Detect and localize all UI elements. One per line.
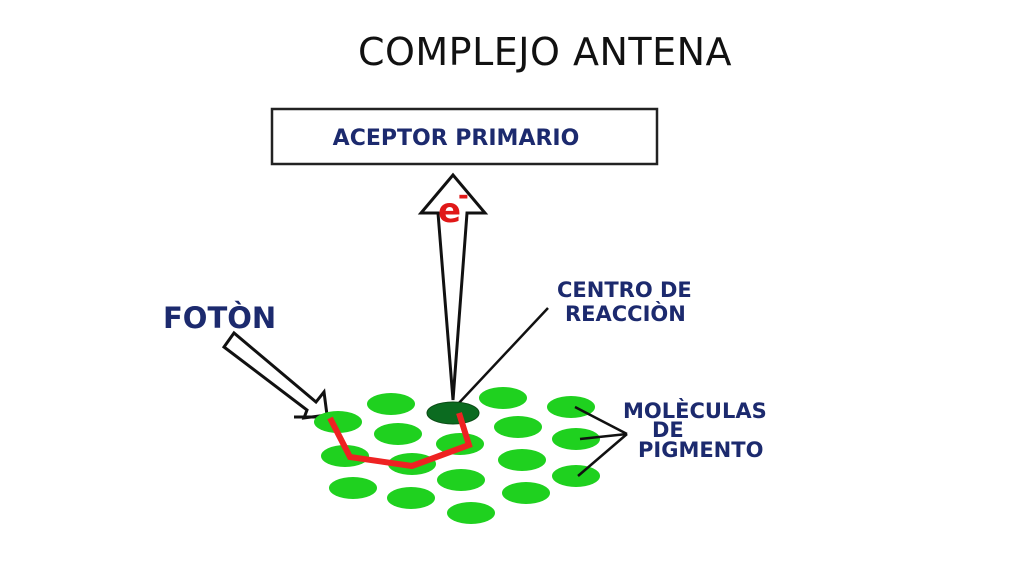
- pigment-molecule: [436, 433, 484, 455]
- electron-symbol: e: [438, 191, 461, 231]
- reaction-center-label-line1: CENTRO DE: [557, 278, 692, 302]
- pigment-molecules: [314, 387, 600, 524]
- pigment-pointer-line: [579, 432, 628, 441]
- pigment-molecule: [479, 387, 527, 409]
- energy-transfer-path: [327, 412, 473, 470]
- pigment-molecule: [367, 393, 415, 415]
- photon-arrow: [221, 330, 330, 420]
- pigment-pointer-line: [574, 405, 628, 436]
- reaction-center-molecule: [426, 401, 480, 425]
- pigment-molecule: [321, 445, 369, 467]
- pigment-molecule: [447, 502, 495, 524]
- pigment-label-line1: MOLÈCULAS: [623, 398, 767, 423]
- pigment-molecule: [552, 428, 600, 450]
- pigment-label-line2: DE: [652, 418, 684, 442]
- pigment-molecule: [494, 416, 542, 438]
- acceptor-box-frame: [270, 107, 659, 166]
- electron-label: e -: [438, 181, 469, 231]
- pigment-molecule: [329, 477, 377, 499]
- reaction-center-label: CENTRO DE REACCIÒN: [557, 278, 692, 326]
- pigment-label-line3: PIGMENTO: [638, 438, 763, 462]
- electron-arrow: [417, 172, 489, 401]
- electron-arrow-shape: [417, 172, 489, 401]
- pigment-molecule: [502, 482, 550, 504]
- pigment-molecule: [387, 487, 435, 509]
- pigment-label: MOLÈCULAS DE PIGMENTO: [623, 398, 767, 462]
- slide-title: COMPLEJO ANTENA: [357, 30, 733, 74]
- pigment-molecule: [498, 449, 546, 471]
- electron-charge: -: [458, 181, 469, 211]
- pigment-molecule: [314, 411, 362, 433]
- primary-acceptor-box: ACEPTOR PRIMARIO: [270, 107, 659, 166]
- photon-arrow-shape: [221, 330, 329, 420]
- photon-label: FOTÒN: [163, 301, 276, 335]
- reaction-center-pointer: [457, 307, 549, 405]
- pigment-pointer-line: [577, 433, 628, 477]
- reaction-center-label-line2: REACCIÒN: [565, 301, 686, 326]
- pigment-molecule: [374, 423, 422, 445]
- pigment-molecule: [437, 469, 485, 491]
- pigment-molecule: [552, 465, 600, 487]
- acceptor-label: ACEPTOR PRIMARIO: [333, 126, 580, 151]
- pigment-pointers: [574, 405, 628, 477]
